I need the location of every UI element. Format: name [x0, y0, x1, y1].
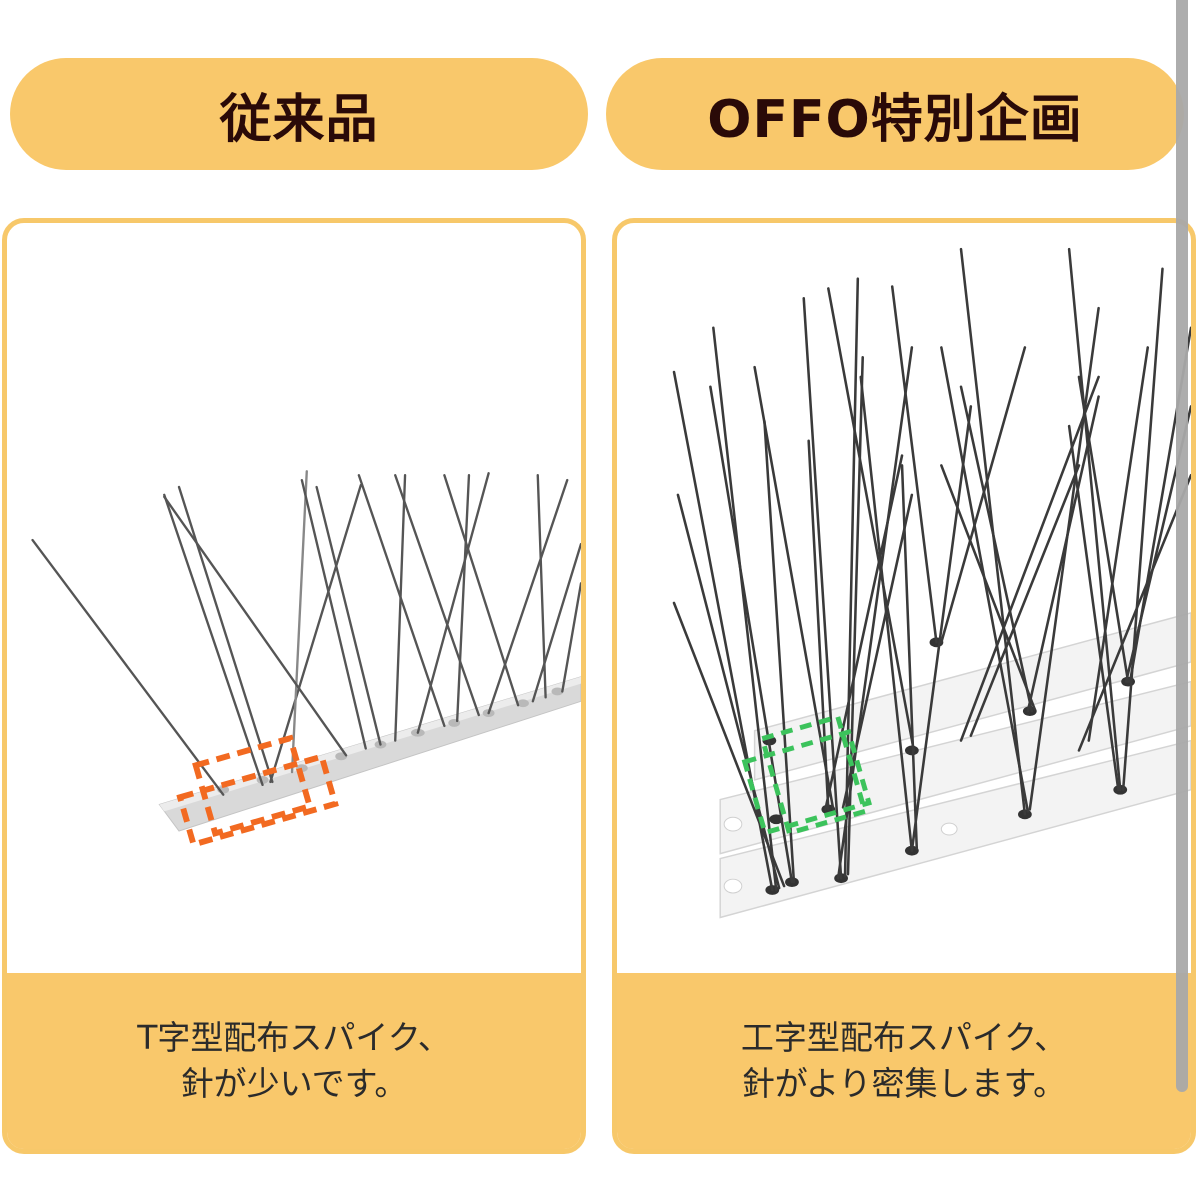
bird-spike-dense-illustration	[672, 247, 1191, 919]
caption-line-1: T字型配布スパイク、	[137, 1018, 451, 1057]
offo-caption: 工字型配布スパイク、 針がより密集します。	[617, 973, 1191, 1149]
conventional-product-panel: T字型配布スパイク、 針が少いです。	[2, 218, 586, 1154]
bird-spike-t-layout-illustration	[31, 470, 581, 849]
heading-conventional: 従来品	[10, 58, 588, 170]
caption-line-2: 針が少いです。	[180, 1064, 408, 1103]
vertical-scrollbar[interactable]	[1176, 0, 1188, 1092]
caption-line-1: 工字型配布スパイク、	[740, 1018, 1068, 1057]
heading-offo-special: OFFO特別企画	[606, 58, 1184, 170]
offo-product-panel: 工字型配布スパイク、 針がより密集します。	[612, 218, 1196, 1154]
conventional-caption: T字型配布スパイク、 針が少いです。	[7, 973, 581, 1149]
heading-offo-label: OFFO特別企画	[707, 89, 1083, 150]
heading-conventional-label: 従来品	[219, 89, 379, 150]
caption-line-2: 針がより密集します。	[741, 1064, 1067, 1103]
green-focus-brackets-icon	[741, 713, 872, 837]
orange-focus-brackets-icon	[176, 734, 339, 849]
